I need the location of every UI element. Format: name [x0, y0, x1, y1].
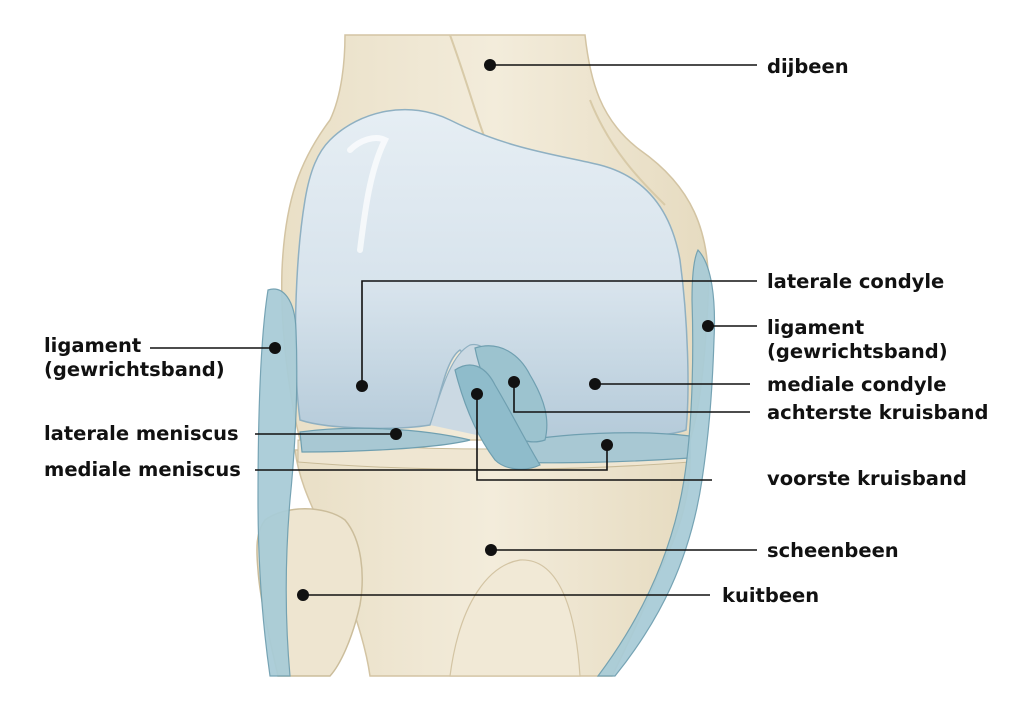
label-scheenbeen: scheenbeen — [767, 539, 899, 563]
label-ligament-left-line2: (gewrichtsband) — [44, 358, 225, 382]
label-voorste-kruisband: voorste kruisband — [767, 467, 967, 491]
label-ligament-right-line2: (gewrichtsband) — [767, 340, 948, 364]
label-dijbeen: dijbeen — [767, 55, 849, 79]
label-kuitbeen: kuitbeen — [722, 584, 819, 608]
label-ligament-right: ligament (gewrichtsband) — [767, 316, 948, 365]
label-ligament-right-line1: ligament — [767, 316, 948, 340]
label-ligament-left-line1: ligament — [44, 334, 225, 358]
label-laterale-condyle: laterale condyle — [767, 270, 944, 294]
label-achterste-kruisband: achterste kruisband — [767, 401, 988, 425]
label-laterale-meniscus: laterale meniscus — [44, 422, 239, 446]
label-ligament-left: ligament (gewrichtsband) — [44, 334, 225, 383]
label-mediale-meniscus: mediale meniscus — [44, 458, 241, 482]
label-mediale-condyle: mediale condyle — [767, 373, 946, 397]
